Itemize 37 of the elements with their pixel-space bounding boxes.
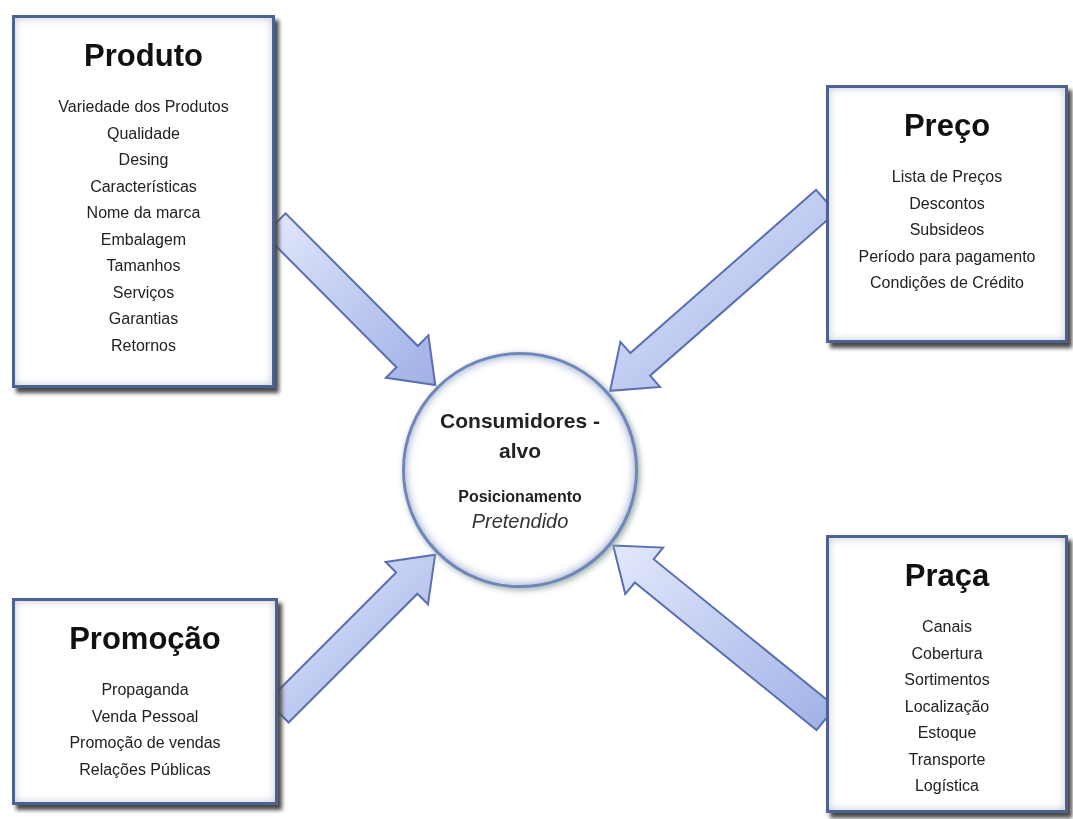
list-item: Propaganda (101, 680, 189, 700)
list-item: Características (90, 176, 197, 197)
list-item: Condições de Crédito (870, 273, 1024, 293)
list-item: Promoção de vendas (69, 733, 221, 753)
category-box (826, 85, 1068, 343)
list-item: Período para pagamento (858, 246, 1036, 267)
circle-subtitle: Posicionamento (458, 487, 582, 507)
list-item: Qualidade (107, 123, 180, 144)
list-item: Subsideos (909, 220, 985, 240)
list-item: Garantias (108, 309, 179, 329)
list-item: Localização (904, 696, 990, 717)
list-item: Relações Públicas (79, 759, 211, 780)
list-item: Variedade dos Produtos (58, 97, 229, 117)
list-item: Lista de Preços (891, 167, 1003, 187)
box-heading: Praça (904, 557, 990, 595)
circle-subtitle: Pretendido (471, 509, 569, 534)
box-heading: Produto (84, 37, 203, 75)
list-item: Serviços (112, 282, 175, 303)
list-item: Estoque (917, 723, 977, 743)
category-box (826, 535, 1068, 813)
list-item: Sortimentos (904, 670, 990, 690)
list-item: Transporte (908, 749, 986, 770)
box-heading: Promoção (69, 620, 221, 658)
category-box (12, 15, 275, 388)
list-item: Embalagem (100, 229, 187, 250)
circle-title: Consumidores -alvo (439, 408, 601, 464)
category-box (12, 598, 278, 805)
list-item: Retornos (111, 335, 176, 356)
list-item: Cobertura (911, 643, 983, 664)
list-item: Tamanhos (106, 256, 181, 276)
list-item: Desing (118, 150, 169, 170)
list-item: Logística (914, 776, 979, 796)
list-item: Nome da marca (86, 203, 201, 223)
list-item: Canais (922, 617, 972, 637)
list-item: Venda Pessoal (91, 706, 199, 727)
box-heading: Preço (903, 107, 991, 145)
list-item: Descontos (909, 193, 985, 214)
